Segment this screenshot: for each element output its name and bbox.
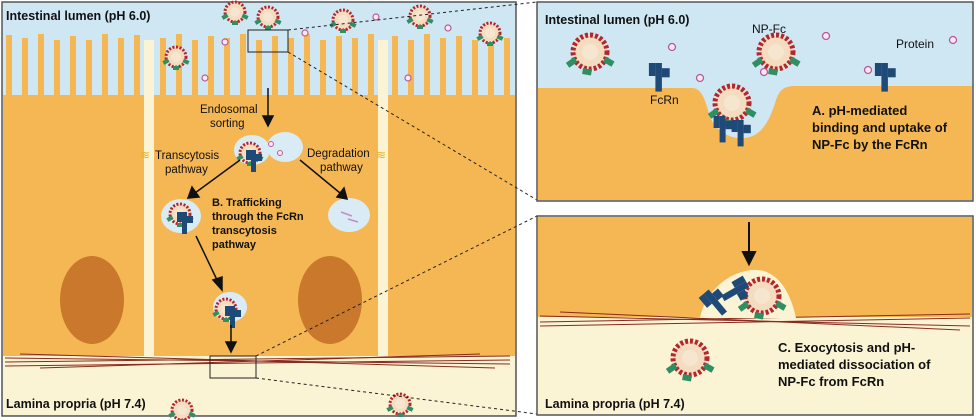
step-a-label-1: A. pH-mediated	[812, 103, 907, 118]
panel-c: Lamina propria (pH 7.4) C. Exocytosis an…	[536, 215, 974, 416]
lumen-label: Intestinal lumen (pH 6.0)	[6, 9, 150, 23]
endosome	[234, 132, 303, 172]
step-a-label-3: NP-Fc by the FcRn	[812, 137, 928, 152]
step-b-label-4: pathway	[212, 239, 257, 251]
left-panel: ≋ ≋ Intestinal lumen (pH 6.0) Lamina pro…	[1, 0, 517, 420]
zoom-box-bottom	[209, 355, 257, 379]
degradation-vesicle	[328, 198, 370, 232]
protein-dots	[667, 31, 958, 83]
tight-junction-right: ≋	[376, 148, 386, 162]
collagen-fibers	[4, 353, 511, 369]
lamina-label: Lamina propria (pH 7.4)	[6, 397, 146, 411]
zoom-connectors	[255, 1, 538, 415]
transcytosis-label-2: pathway	[165, 164, 208, 176]
step-c-label-2: mediated dissociation of	[778, 357, 931, 372]
protein-label: Protein	[896, 37, 934, 51]
endosomal-label-1: Endosomal	[200, 104, 258, 116]
panel-a-lumen-label: Intestinal lumen (pH 6.0)	[545, 13, 689, 27]
step-b-label-3: transcytosis	[212, 225, 277, 237]
np-fc-label: NP-Fc	[752, 22, 786, 36]
transcytosis-label-1: Transcytosis	[155, 150, 219, 162]
endosomal-label-2: sorting	[210, 118, 245, 130]
step-b-label-2: through the FcRn	[212, 211, 304, 223]
fcrn-label: FcRn	[650, 93, 679, 107]
lumen-proteins	[201, 13, 452, 82]
microvilli	[6, 34, 510, 99]
step-c-label-1: C. Exocytosis and pH-	[778, 340, 915, 355]
pathway-arrows	[186, 88, 349, 354]
step-a-label-2: binding and uptake of	[812, 120, 948, 135]
degradation-label-1: Degradation	[307, 148, 370, 160]
nucleus-right	[298, 256, 362, 344]
nucleus-left	[60, 256, 124, 344]
exocytosis-arrow	[741, 222, 757, 267]
panel-a: Intestinal lumen (pH 6.0) NP-Fc Protein …	[536, 1, 974, 202]
basal-vesicle	[210, 292, 247, 328]
step-b-label-1: B. Trafficking	[212, 197, 282, 209]
panel-c-lamina-label: Lamina propria (pH 7.4)	[545, 397, 685, 411]
tight-junction-left: ≋	[140, 148, 150, 162]
step-c-label-3: NP-Fc from FcRn	[778, 374, 884, 389]
degradation-label-2: pathway	[320, 162, 363, 174]
zoom-box-top	[247, 29, 289, 53]
transcytosis-vesicle	[161, 199, 201, 234]
